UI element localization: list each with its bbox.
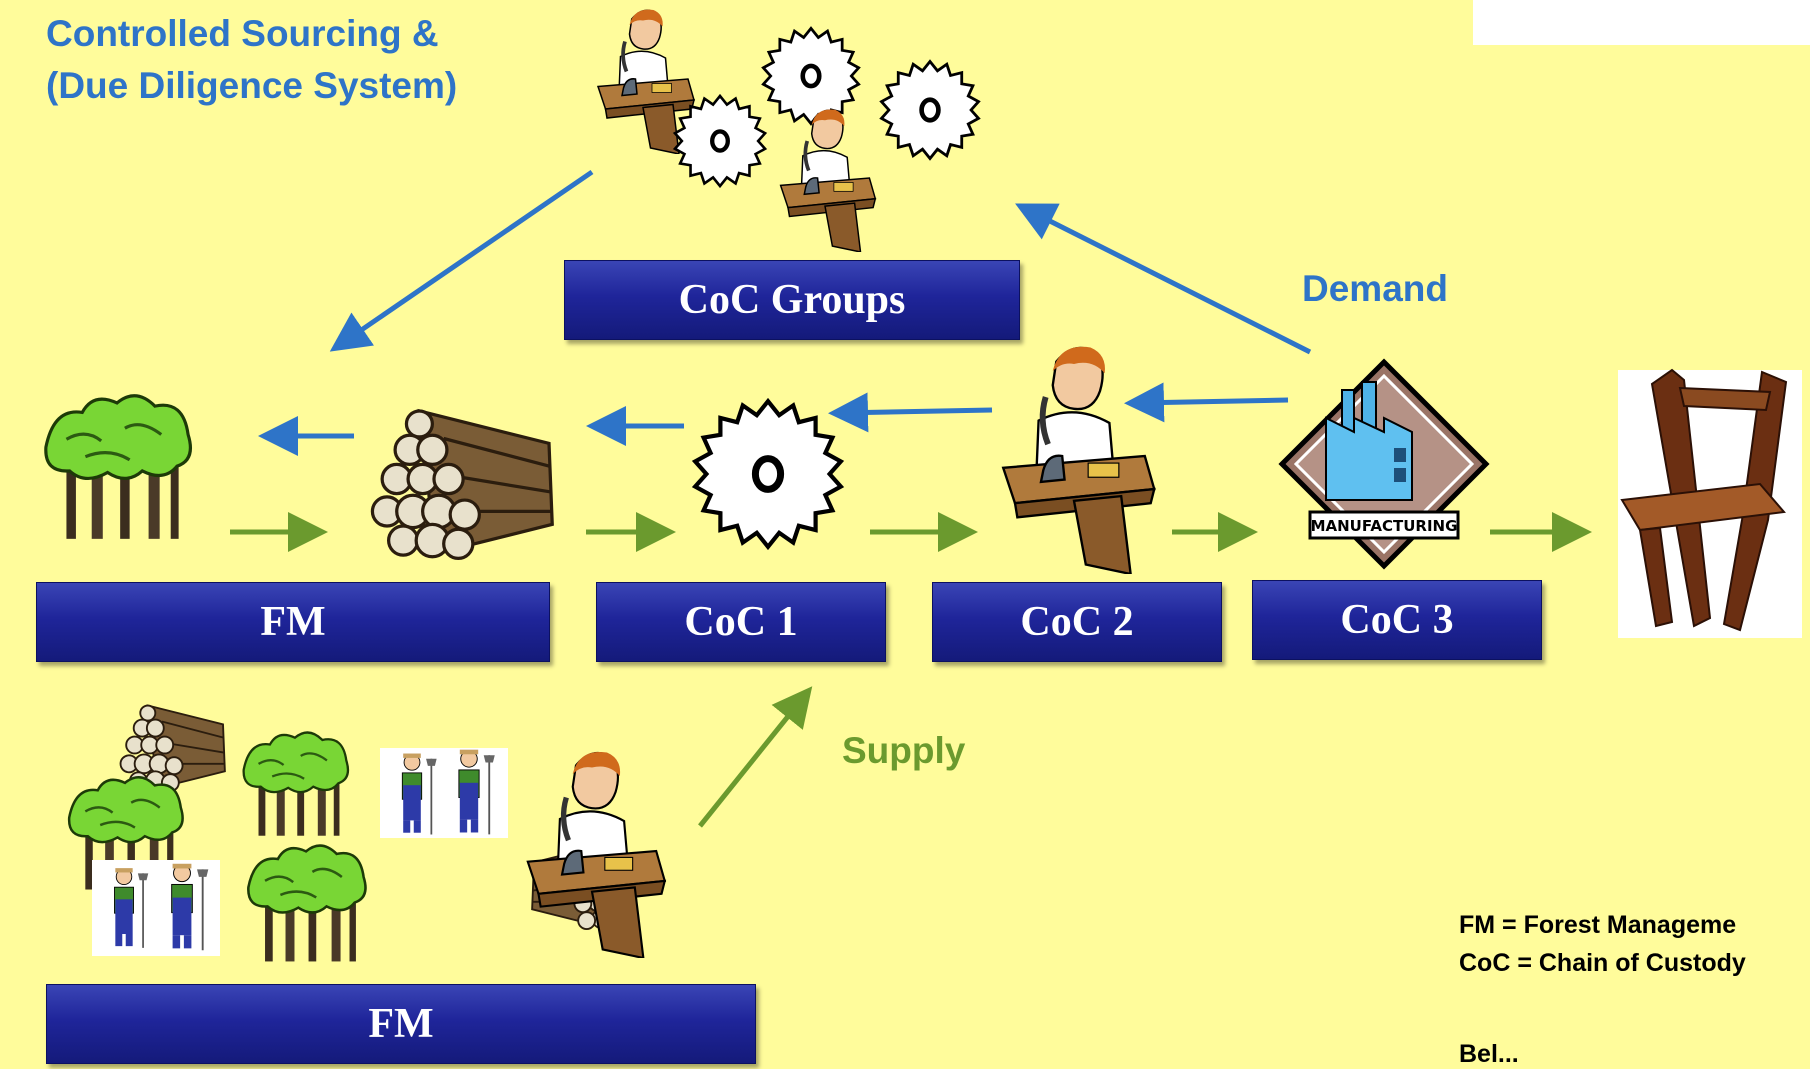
- diagram-title: Controlled Sourcing & (Due Diligence Sys…: [46, 8, 457, 112]
- footer-text: Bel...: [1459, 1040, 1519, 1068]
- supply-label: Supply: [842, 730, 966, 771]
- log-pile-icon: [372, 411, 552, 558]
- fm-box-top: FM: [36, 582, 550, 662]
- coc-groups-illustration: [596, 7, 979, 252]
- supply-arrow: [698, 686, 813, 828]
- demand-flow: [258, 169, 1312, 456]
- legend: FM = Forest Manageme CoC = Chain of Cust…: [1459, 906, 1746, 982]
- legend-coc: CoC = Chain of Custody: [1459, 949, 1746, 977]
- farmer-icon: [401, 752, 438, 836]
- coc-groups-box: CoC Groups: [564, 260, 1020, 340]
- title-line-2: (Due Diligence System): [46, 65, 458, 106]
- demand-arrow: [828, 392, 993, 433]
- farmer-icon: [113, 867, 150, 949]
- demand-arrow: [329, 169, 594, 352]
- saw-blade-icon: [763, 28, 858, 123]
- forest-icon: [46, 396, 191, 539]
- fm-box-bottom: FM: [46, 984, 756, 1064]
- coc1-box: CoC 1: [596, 582, 886, 662]
- factory-icon: MANUFACTURING: [1278, 358, 1490, 570]
- demand-arrow: [1015, 203, 1312, 355]
- farmer-icon: [457, 748, 496, 836]
- legend-fm: FM = Forest Manageme: [1459, 911, 1737, 939]
- office-worker-icon: [778, 107, 878, 252]
- fm-group-illustration: [67, 704, 665, 964]
- coc2-box: CoC 2: [932, 582, 1222, 662]
- office-worker-icon: [1003, 347, 1154, 574]
- saw-blade-icon: [881, 61, 978, 158]
- chair-icon: [1618, 368, 1802, 638]
- forest-icon: [241, 730, 350, 838]
- saw-blade-icon: [695, 401, 841, 547]
- supply-flow: [230, 512, 1592, 828]
- white-corner-panel: [1473, 0, 1810, 45]
- demand-label: Demand: [1302, 268, 1448, 309]
- coc3-box: CoC 3: [1252, 580, 1542, 660]
- manufacturing-label: MANUFACTURING: [1311, 517, 1458, 535]
- forest-icon: [246, 843, 368, 964]
- title-line-1: Controlled Sourcing &: [46, 13, 439, 54]
- demand-arrow: [1124, 382, 1289, 423]
- farmer-icon: [170, 862, 210, 952]
